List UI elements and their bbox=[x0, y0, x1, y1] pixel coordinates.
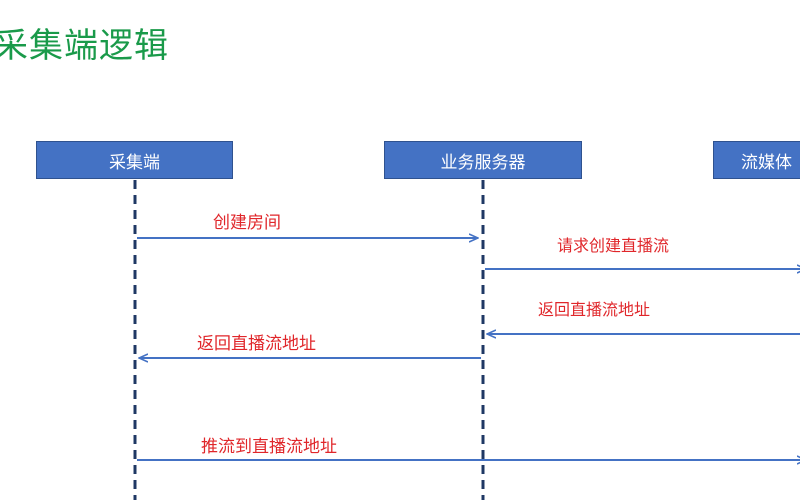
message-create-room: 创建房间 bbox=[213, 213, 281, 233]
message-request-stream: 请求创建直播流 bbox=[557, 236, 670, 255]
message-push-stream: 推流到直播流地址 bbox=[201, 437, 337, 457]
actor-streaming-media: 流媒体 bbox=[713, 141, 800, 179]
message-return-stream-to-server: 返回直播流地址 bbox=[538, 300, 651, 319]
message-return-stream-to-collector: 返回直播流地址 bbox=[197, 334, 316, 354]
actor-business-server: 业务服务器 bbox=[384, 141, 582, 179]
diagram-title: 采集端逻辑 bbox=[0, 26, 169, 66]
actor-collector: 采集端 bbox=[36, 141, 233, 179]
